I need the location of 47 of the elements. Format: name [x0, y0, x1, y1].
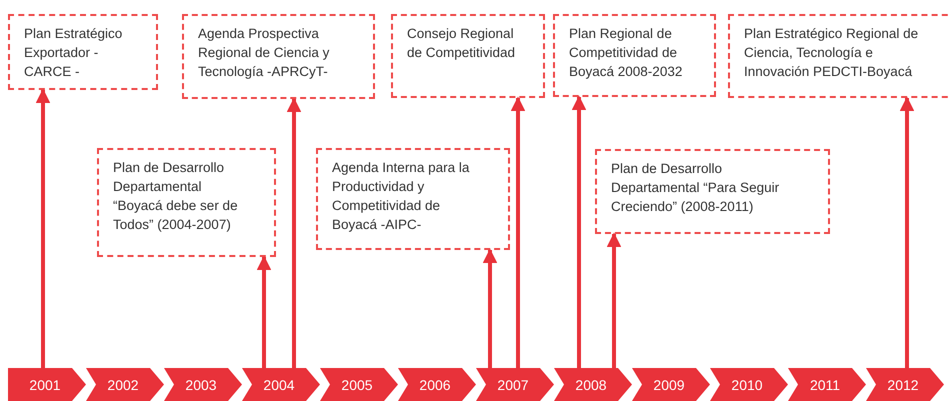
year-label: 2008 [575, 376, 608, 392]
year-label: 2011 [810, 376, 842, 392]
event-text: Agenda Interna para la Productividad y Competitividad de Boyacá -AIPC- [332, 159, 470, 234]
timeline-segment [710, 368, 788, 401]
year-label: 2002 [107, 376, 140, 392]
year-label: 2009 [653, 376, 686, 392]
event-text: Agenda Prospectiva Regional de Ciencia y Tecnología -APRCyT- [198, 25, 330, 81]
arrow [900, 96, 914, 368]
arrow [36, 88, 50, 368]
event-box [391, 14, 545, 98]
event-box [595, 149, 830, 234]
timeline-segment [554, 368, 632, 401]
year-label: 2004 [263, 376, 296, 392]
event-box [728, 14, 949, 98]
timeline-segment [8, 368, 86, 401]
timeline-segment [788, 368, 866, 401]
arrow [256, 256, 272, 368]
timeline-segment [164, 368, 242, 401]
year-label: 2005 [341, 376, 374, 392]
event-box [316, 148, 510, 250]
event-text: Plan Estratégico Regional de Ciencia, Tecnología e Innovación PEDCTI-Boyacá [744, 25, 920, 81]
year-label: 2003 [185, 376, 218, 392]
event-box [8, 14, 158, 90]
arrow [572, 96, 586, 368]
arrow [286, 98, 302, 368]
event-box [182, 14, 375, 99]
year-label: 2007 [497, 376, 530, 392]
timeline-segment [632, 368, 710, 401]
year-label: 2012 [887, 376, 920, 392]
timeline-segment [86, 368, 164, 401]
arrow [510, 96, 526, 368]
arrow [482, 248, 498, 368]
event-text: Consejo Regional de Competitividad [407, 25, 516, 62]
timeline-segment [476, 368, 554, 401]
timeline-segment [242, 368, 320, 401]
year-label: 2006 [419, 376, 452, 392]
year-label: 2001 [29, 376, 62, 392]
event-text: Plan Regional de Competitividad de Boyacá 2008-2032 [569, 25, 684, 81]
year-label: 2010 [731, 376, 764, 392]
event-text: Plan de Desarrollo Departamental “Boyacá debe ser de Todos” (2004-2007) [113, 159, 239, 234]
event-box [553, 14, 716, 97]
timeline-segment [398, 368, 476, 401]
event-text: Plan Estratégico Exportador - CARCE - [24, 25, 124, 81]
event-box [97, 148, 276, 257]
event-text: Plan de Desarrollo Departamental “Para Seguir Creciendo” (2008-2011) [611, 160, 780, 216]
timeline-segment [320, 368, 398, 401]
timeline-segment [866, 368, 944, 401]
